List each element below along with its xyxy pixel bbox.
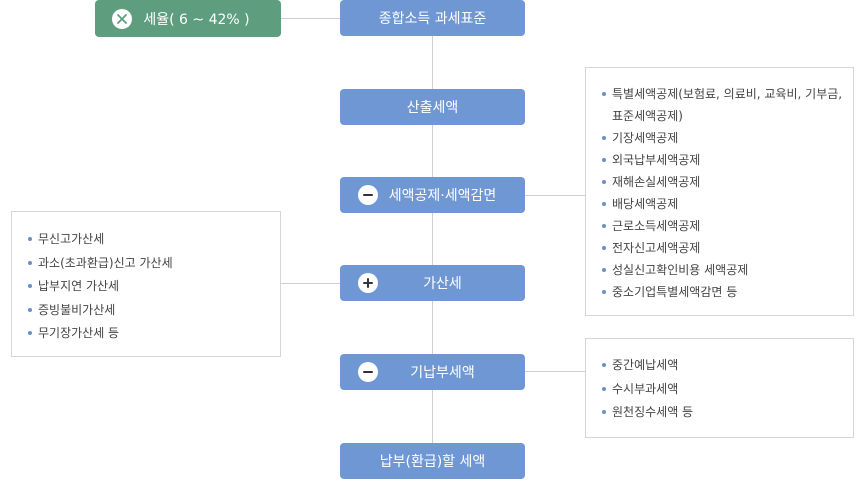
node-taxable-income: 종합소득 과세표준 (340, 0, 525, 36)
list-item: 납부지연 가산세 (26, 275, 270, 299)
list-item: 수시부과세액 (600, 378, 843, 402)
node-tax-credit-reduction: 세액공제·세액감면 (340, 177, 525, 213)
list-item: 무기장가산세 등 (26, 322, 270, 346)
minus-icon (358, 362, 378, 382)
list-item: 과소(초과환급)신고 가산세 (26, 252, 270, 276)
main-vertical-line (432, 36, 433, 446)
node-tax-credit-reduction-label: 세액공제·세액감면 (388, 188, 497, 204)
node-payable-tax-label: 납부(환급)할 세액 (379, 454, 486, 470)
list-item: 중소기업특별세액감면 등 (600, 281, 843, 303)
list-item: 무신고가산세 (26, 228, 270, 252)
minus-icon (358, 185, 378, 205)
node-calculated-tax-label: 산출세액 (406, 100, 459, 116)
node-taxable-income-label: 종합소득 과세표준 (378, 11, 487, 27)
list-item: 근로소득세액공제 (600, 215, 843, 237)
list-item: 특별세액공제(보험료, 의료비, 교육비, 기부금, 표준세액공제) (600, 83, 843, 127)
prepaid-list-box: 중간예납세액 수시부과세액 원천징수세액 등 (585, 338, 854, 438)
node-prepaid-tax: 기납부세액 (340, 354, 525, 390)
list-item: 원천징수세액 등 (600, 401, 843, 425)
list-item: 기장세액공제 (600, 127, 843, 149)
penalty-connector-line (281, 283, 340, 284)
tax-rate-box: 세율( 6 ~ 42% ) (95, 0, 281, 37)
list-item: 전자신고세액공제 (600, 237, 843, 259)
deduction-connector-line (525, 195, 585, 196)
list-item: 외국납부세액공제 (600, 149, 843, 171)
node-prepaid-tax-label: 기납부세액 (410, 365, 475, 381)
node-calculated-tax: 산출세액 (340, 89, 525, 125)
prepaid-connector-line (525, 371, 585, 372)
rate-connector-line (281, 18, 340, 19)
deduction-list-box: 특별세액공제(보험료, 의료비, 교육비, 기부금, 표준세액공제) 기장세액공… (585, 67, 854, 316)
close-icon (112, 8, 132, 29)
plus-icon (358, 273, 378, 293)
list-item: 성실신고확인비용 세액공제 (600, 259, 843, 281)
list-item: 중간예납세액 (600, 354, 843, 378)
list-item: 배당세액공제 (600, 193, 843, 215)
list-item: 증빙불비가산세 (26, 299, 270, 323)
node-penalty-tax: 가산세 (340, 265, 525, 301)
node-payable-tax: 납부(환급)할 세액 (340, 443, 525, 479)
list-item: 재해손실세액공제 (600, 171, 843, 193)
penalty-list-box: 무신고가산세 과소(초과환급)신고 가산세 납부지연 가산세 증빙불비가산세 무… (11, 211, 281, 357)
node-penalty-tax-label: 가산세 (423, 276, 462, 292)
tax-rate-label: 세율( 6 ~ 42% ) (143, 11, 250, 28)
